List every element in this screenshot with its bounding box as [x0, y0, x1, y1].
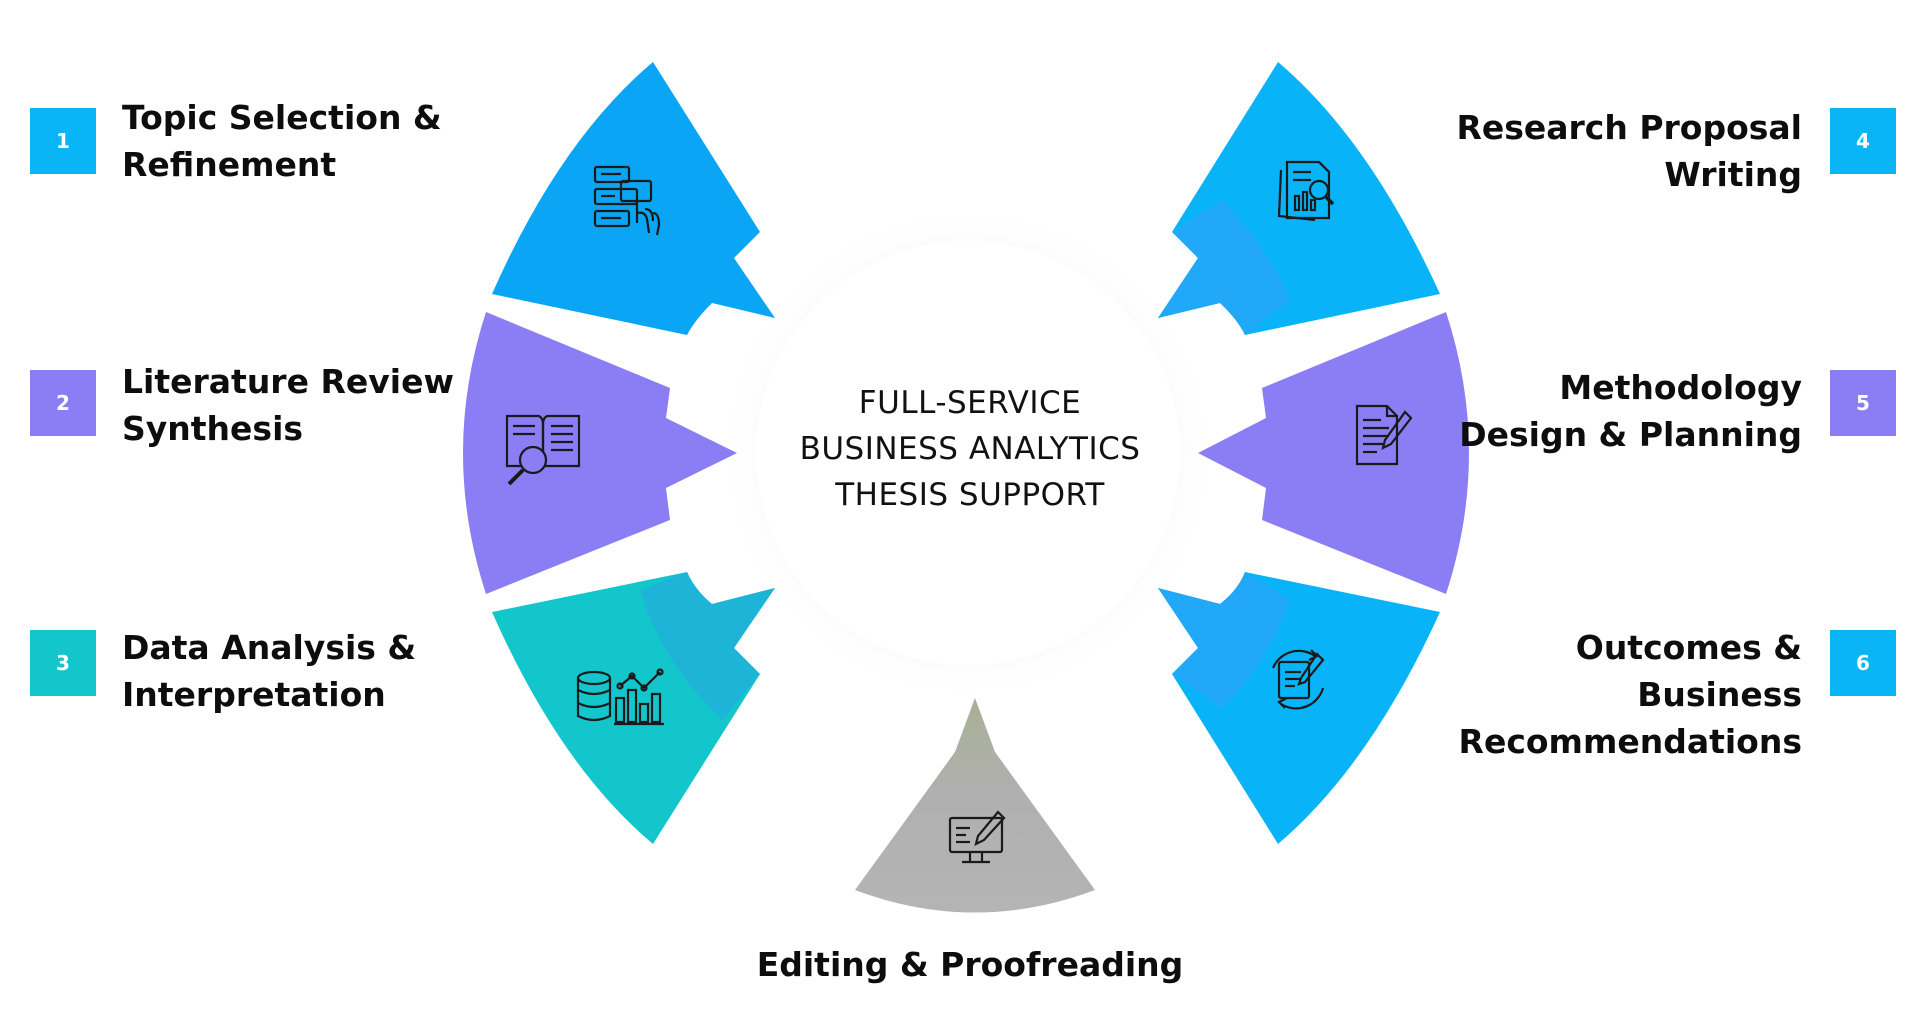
segment-4-overlap	[1158, 200, 1290, 335]
step-badge-4: 4	[1830, 108, 1896, 174]
segment-3-overlap	[640, 572, 775, 720]
step-badge-1: 1	[30, 108, 96, 174]
document-search-icon	[1277, 160, 1335, 222]
segment-6-overlap	[1158, 572, 1290, 708]
monitor-edit-icon	[948, 810, 1006, 864]
step-label-5: Methodology Design & Planning	[1459, 368, 1802, 454]
segment-5	[1198, 312, 1469, 594]
database-chart-icon	[576, 668, 664, 726]
document-refresh-icon	[1271, 649, 1325, 710]
step-label-6: Outcomes & Business Recommendations	[1458, 628, 1802, 761]
book-search-icon	[505, 414, 581, 486]
segment-1	[492, 62, 775, 335]
segment-editing	[855, 698, 1095, 913]
list-selection-icon	[593, 165, 661, 236]
step-label-3: Data Analysis & Interpretation	[122, 628, 417, 714]
bottom-step-label: Editing & Proofreading	[756, 945, 1184, 984]
document-pen-icon	[1355, 404, 1413, 466]
center-circle	[756, 241, 1180, 665]
step-badge-6: 6	[1830, 630, 1896, 696]
step-badge-2: 2	[30, 370, 96, 436]
step-badge-5: 5	[1830, 370, 1896, 436]
center-title: FULL-SERVICE BUSINESS ANALYTICS THESIS S…	[799, 385, 1141, 513]
step-badge-3: 3	[30, 630, 96, 696]
step-label-4: Research Proposal Writing	[1456, 108, 1802, 194]
segment-2	[463, 312, 737, 594]
step-label-2: Literature Review Synthesis	[122, 362, 454, 448]
step-label-1: Topic Selection & Refinement	[122, 98, 442, 184]
